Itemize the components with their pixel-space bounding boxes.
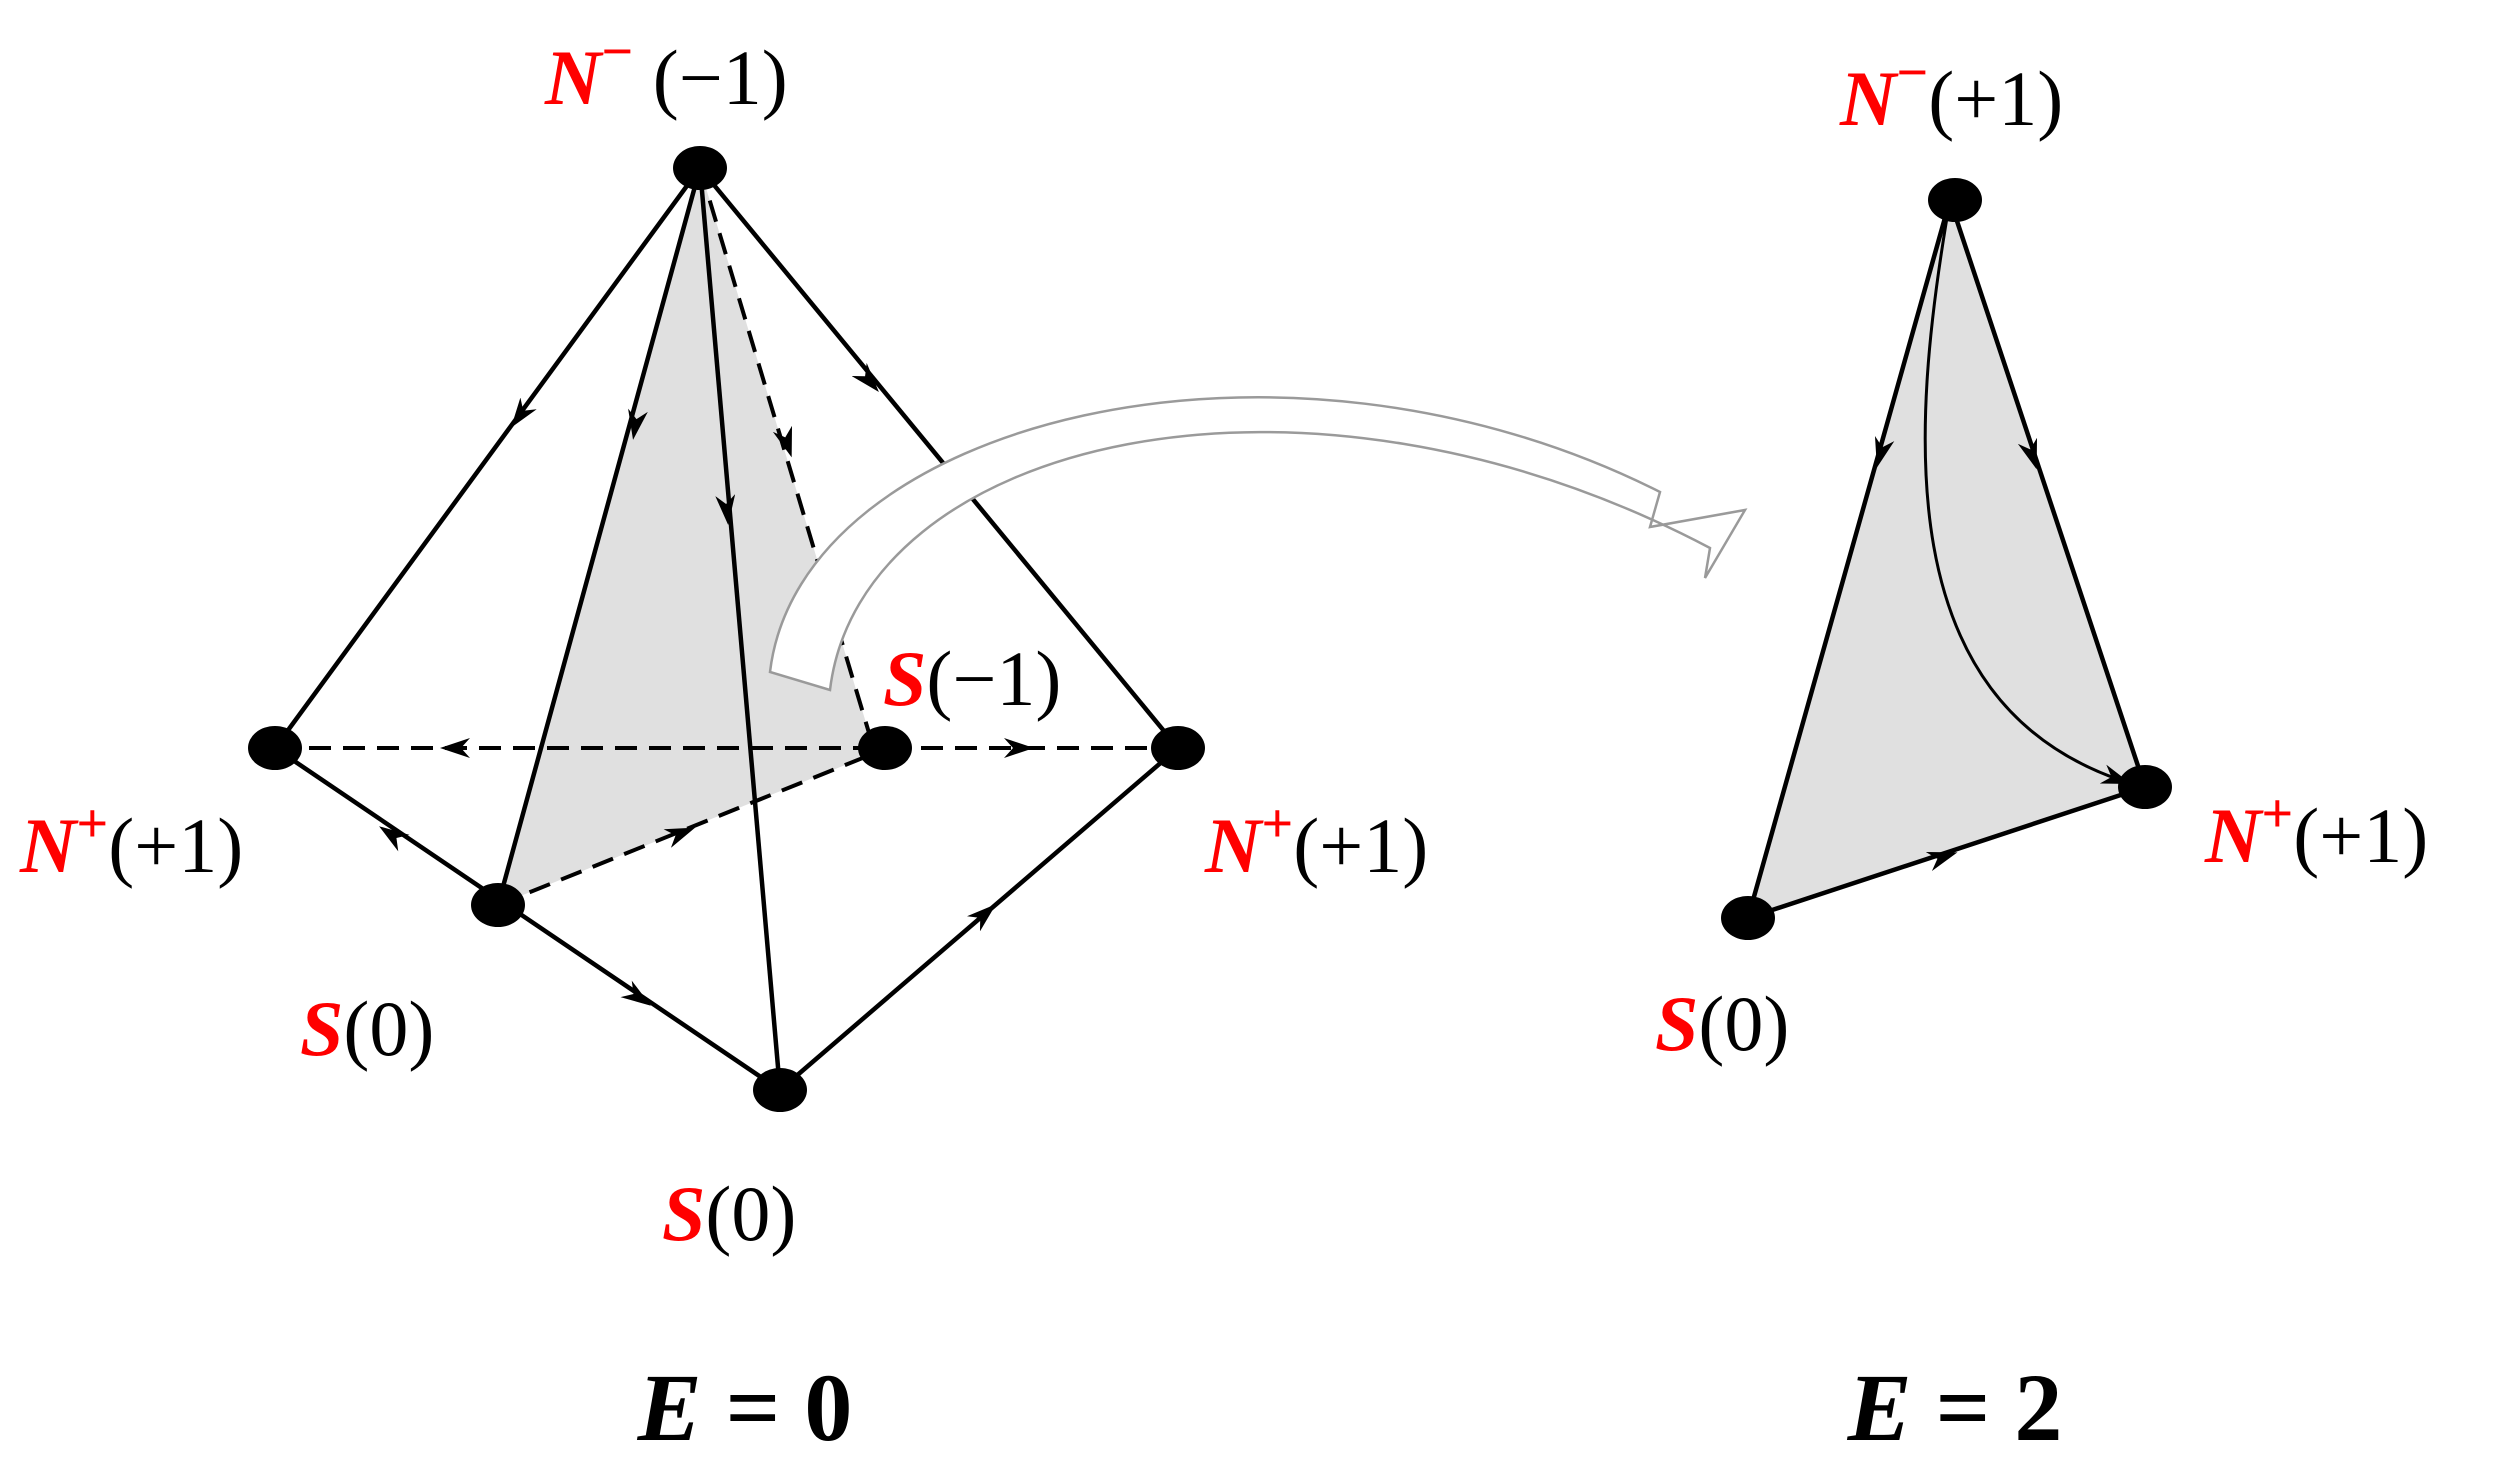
arrow-icon <box>620 980 651 1006</box>
label-right: N+(+1) <box>1204 793 1428 889</box>
shaded-face-right <box>1748 200 2145 918</box>
triangle-e2: N−(+1) N+(+1) S(0) E = 2 <box>1655 42 2428 1461</box>
node-top <box>1928 178 1982 222</box>
label-back: S(−1) <box>883 635 1061 722</box>
label-bottom-left: S(0) <box>1655 980 1789 1067</box>
node-back <box>858 726 912 770</box>
node-bottom <box>753 1068 807 1112</box>
label-front-left: S(0) <box>300 985 434 1072</box>
shaded-face-left <box>498 168 875 905</box>
pyramid-e0: N− (−1) N+(+1) N+(+1) S(−1) S(0) S(0) E … <box>19 21 1428 1461</box>
label-bottom: S(0) <box>662 1170 796 1257</box>
inner-trajectory <box>1923 199 2132 784</box>
node-front-left <box>471 883 525 927</box>
label-top: N−(+1) <box>1839 42 2063 142</box>
node-bottom-left <box>1721 896 1775 940</box>
caption-right: E = 2 <box>1847 1354 2063 1461</box>
node-right <box>1151 726 1205 770</box>
transition-arrow <box>768 396 1748 692</box>
node-top <box>673 146 727 190</box>
curved-arrow-icon <box>768 396 1748 692</box>
node-right <box>2118 765 2172 809</box>
nodes-right <box>1721 178 2172 940</box>
nodes-left <box>248 146 1205 1112</box>
caption-left: E = 0 <box>637 1354 853 1461</box>
solid-edges <box>273 166 1180 1092</box>
label-top: N− (−1) <box>544 21 788 121</box>
label-left: N+(+1) <box>19 793 243 889</box>
label-right: N+(+1) <box>2204 783 2428 879</box>
node-left <box>248 726 302 770</box>
